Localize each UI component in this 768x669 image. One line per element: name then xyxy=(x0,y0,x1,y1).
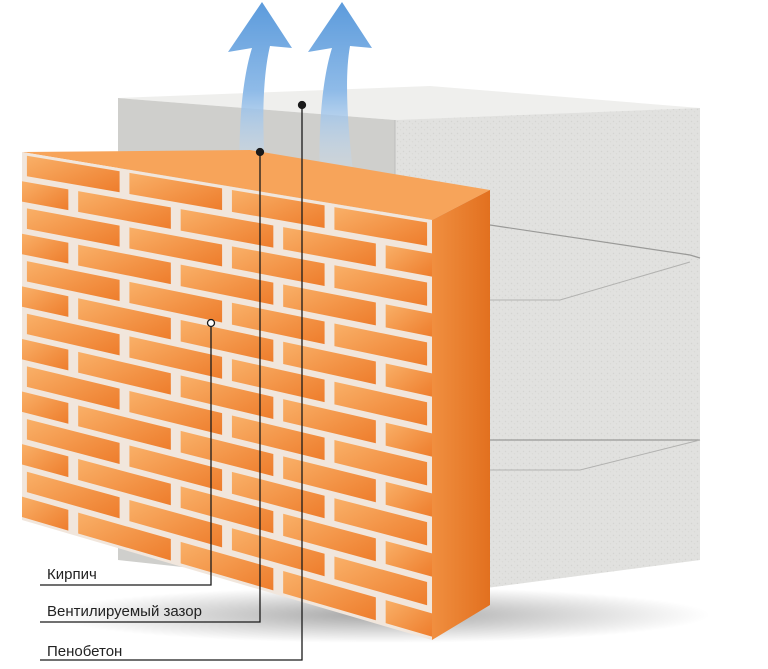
brick xyxy=(129,281,223,323)
brick xyxy=(385,541,432,577)
brick xyxy=(283,227,376,267)
brick xyxy=(78,459,171,506)
brick xyxy=(22,286,69,317)
brick xyxy=(334,381,428,426)
brick xyxy=(334,265,428,306)
brick xyxy=(22,496,69,531)
brick xyxy=(78,298,171,340)
brick xyxy=(334,440,428,486)
brick xyxy=(22,338,69,371)
brick xyxy=(385,304,432,337)
brick xyxy=(26,471,120,519)
airflow-arrow-left xyxy=(228,2,292,180)
brick xyxy=(129,336,223,379)
leader-lines xyxy=(40,100,307,661)
brick xyxy=(385,245,432,277)
brick xyxy=(180,541,274,591)
brick xyxy=(26,208,120,247)
airflow-arrow-right xyxy=(308,2,372,180)
label-brick: Кирпич xyxy=(47,566,97,583)
brick xyxy=(180,264,274,305)
brick xyxy=(283,570,376,621)
brick xyxy=(385,363,432,397)
brick xyxy=(180,320,274,362)
brick xyxy=(26,366,120,410)
label-air-gap: Вентилируемый зазор xyxy=(47,603,202,620)
brick xyxy=(129,390,223,435)
brick xyxy=(334,556,428,606)
brick xyxy=(334,207,428,246)
brick xyxy=(78,405,171,450)
brick xyxy=(78,512,171,561)
brick xyxy=(283,284,376,326)
brick xyxy=(22,181,69,211)
brick xyxy=(78,351,171,395)
brick xyxy=(180,209,274,248)
brick xyxy=(26,313,120,356)
brick-wall xyxy=(22,150,490,640)
brick xyxy=(180,486,274,534)
brick xyxy=(385,481,432,517)
brick xyxy=(26,419,120,465)
brick xyxy=(283,399,376,444)
brick xyxy=(22,444,69,478)
brick xyxy=(385,600,432,637)
brick xyxy=(22,233,69,264)
brick xyxy=(78,244,171,285)
brick xyxy=(385,422,432,457)
label-foam-concrete: Пенобетон xyxy=(47,643,123,660)
leader-line-air-gap xyxy=(40,152,261,623)
brick xyxy=(283,341,376,385)
leader-line-brick xyxy=(40,323,212,586)
brick xyxy=(334,323,428,366)
brick xyxy=(129,445,223,492)
brick xyxy=(129,172,223,211)
brick xyxy=(22,391,69,424)
brick xyxy=(334,498,428,546)
brick xyxy=(129,227,223,267)
brick xyxy=(283,456,376,503)
brick xyxy=(26,261,120,301)
brick xyxy=(78,191,171,229)
brick xyxy=(180,375,274,419)
brick xyxy=(180,430,274,477)
brick xyxy=(129,499,223,548)
brick xyxy=(26,155,120,193)
leader-line-foam-concrete xyxy=(40,105,303,661)
brick xyxy=(283,513,376,562)
air-flow-arrows xyxy=(228,2,372,180)
